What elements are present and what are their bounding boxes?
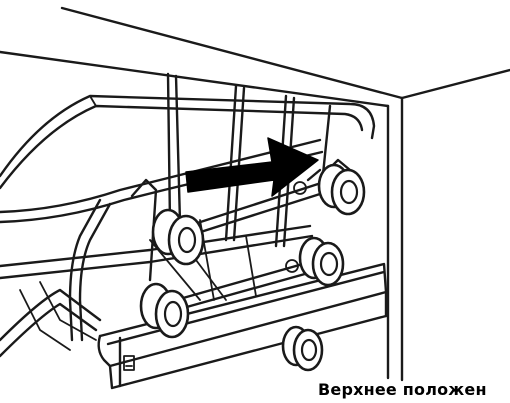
wheel-axles <box>174 181 322 312</box>
direction-arrow <box>185 137 319 197</box>
wheel-rail <box>281 325 324 372</box>
rack-basket <box>0 72 376 358</box>
rack-wheels <box>139 163 366 372</box>
wheel-lower-right <box>298 236 345 287</box>
wheel-upper-right <box>317 163 366 216</box>
position-caption: Верхнее положен <box>318 380 487 399</box>
wheel-lower-left <box>139 282 190 339</box>
cabinet-outline <box>0 6 510 382</box>
rail <box>97 262 388 390</box>
wheel-upper-left <box>151 208 205 266</box>
